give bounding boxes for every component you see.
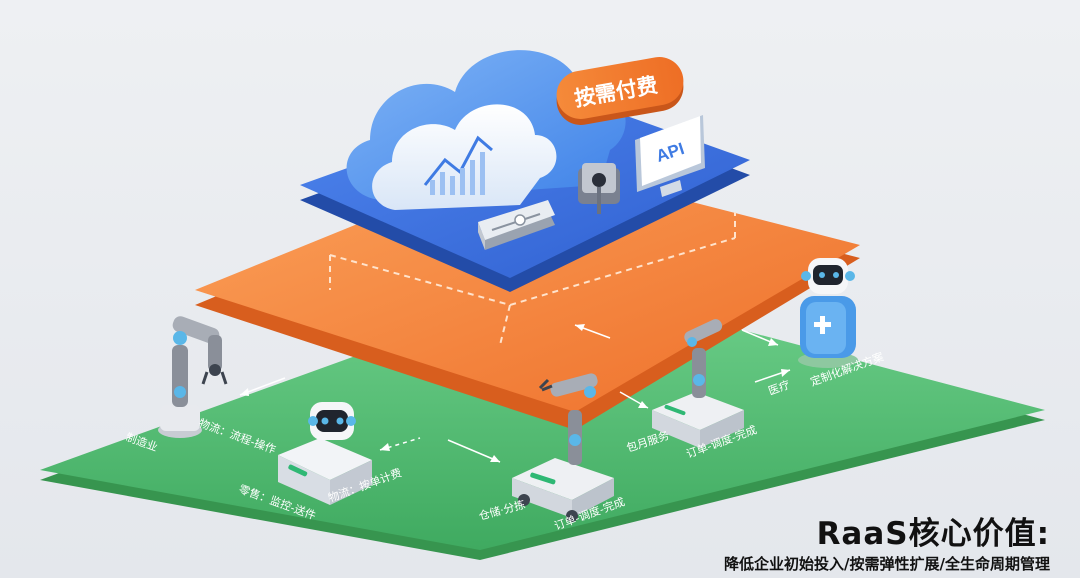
medical-robot-icon: [798, 258, 858, 368]
orange-service-layer: [195, 158, 860, 430]
agv-robot-arm-icon: [512, 373, 614, 522]
cloud-icon: [346, 50, 626, 210]
flow-arrows: [239, 324, 791, 463]
arrow-left-center: [379, 437, 421, 451]
page-subtitle: 降低企业初始投入/按需弹性扩展/全生命周期管理: [724, 555, 1050, 573]
page-title: RaaS核心价值:: [816, 516, 1050, 552]
pay-per-use-badge: 按需付费: [556, 57, 684, 125]
server-icon: [478, 200, 555, 250]
chip-icon: [578, 163, 620, 214]
api-screen-icon: API: [635, 115, 705, 197]
service-robot-icon: [278, 402, 372, 505]
robot-arm-icon: [158, 316, 228, 438]
warehouse-robot-icon: [652, 319, 744, 448]
arrow-center: [447, 439, 501, 463]
